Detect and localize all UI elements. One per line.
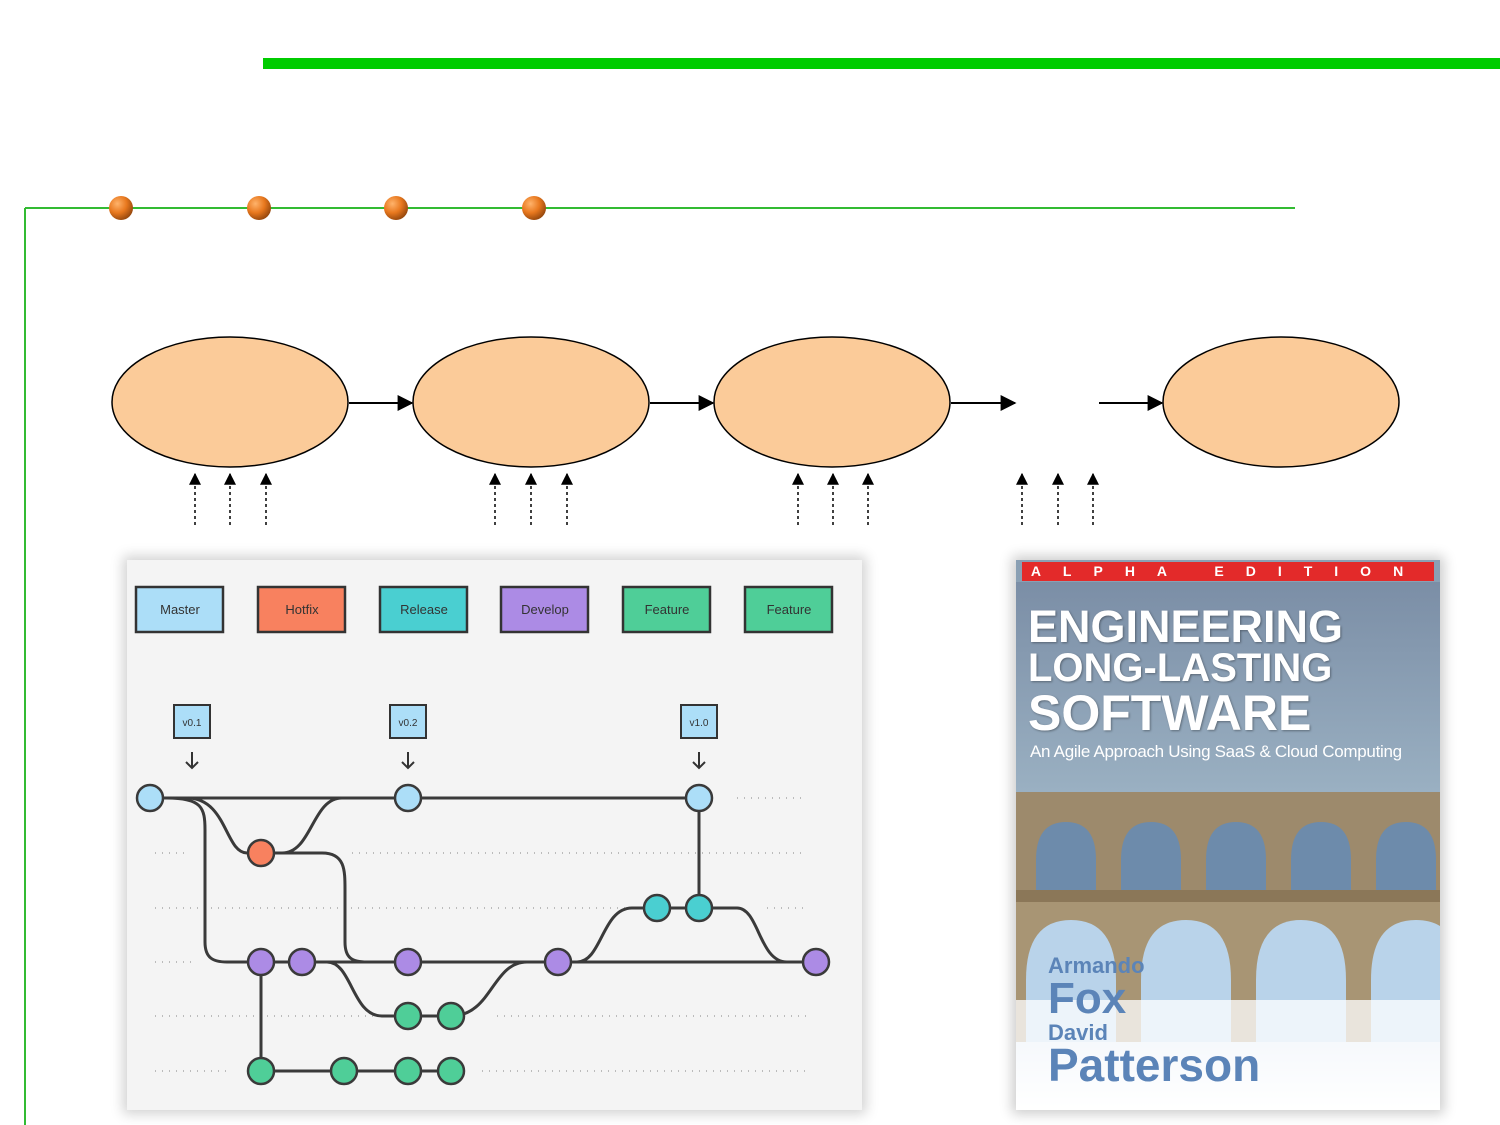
tag-box-v01 bbox=[173, 704, 211, 739]
commit-master bbox=[684, 783, 714, 813]
hotfix-merge-master-line bbox=[261, 796, 343, 855]
bullet-ball-1 bbox=[109, 196, 133, 220]
commit-feature bbox=[393, 1056, 423, 1086]
tag-label-v02: v0.2 bbox=[399, 718, 418, 729]
legend-box-develop bbox=[499, 585, 590, 634]
bullet-ball-4 bbox=[522, 196, 546, 220]
commit-feature bbox=[246, 1056, 276, 1086]
hotfix-merge-develop-line bbox=[282, 851, 368, 964]
legend-label-master: Master bbox=[160, 602, 200, 617]
book-title-line-2: LONG-LASTING bbox=[1028, 646, 1333, 690]
tag-label-v01: v0.1 bbox=[183, 718, 202, 729]
commit-feature bbox=[393, 1001, 423, 1031]
commit-master bbox=[135, 783, 165, 813]
commit-develop bbox=[393, 947, 423, 977]
commit-develop bbox=[287, 947, 317, 977]
legend-box-feature-2 bbox=[743, 585, 834, 634]
git-branching-diagram: Master Hotfix Release Develop Feature Fe… bbox=[127, 560, 862, 1110]
tag-box-v10 bbox=[680, 704, 718, 739]
legend-label-release: Release bbox=[400, 602, 448, 617]
develop-start-line bbox=[166, 796, 261, 964]
lane-guides bbox=[155, 797, 807, 1072]
book-author-last-1: Fox bbox=[1048, 974, 1127, 1023]
tag-arrow bbox=[401, 752, 415, 770]
book-subtitle: An Agile Approach Using SaaS & Cloud Com… bbox=[1030, 742, 1402, 761]
book-author-first-1: Armando bbox=[1048, 953, 1145, 978]
book-title-line-3: SOFTWARE bbox=[1028, 685, 1312, 741]
commit-release bbox=[684, 893, 714, 923]
process-oval-4 bbox=[1162, 336, 1400, 468]
commit-develop bbox=[246, 947, 276, 977]
tag-label-v10: v1.0 bbox=[690, 718, 709, 729]
commit-feature bbox=[436, 1001, 466, 1031]
tag-arrow bbox=[185, 752, 199, 770]
book-cover: ALPHA EDITION ENGINEERING LONG-LASTING S… bbox=[1016, 560, 1440, 1110]
commit-feature bbox=[329, 1056, 359, 1086]
commit-hotfix bbox=[246, 838, 276, 868]
legend-box-release bbox=[378, 585, 469, 634]
book-title-background bbox=[1016, 582, 1440, 792]
branch-lines bbox=[150, 796, 816, 1073]
bullet-ball-2 bbox=[247, 196, 271, 220]
input-arrows bbox=[189, 472, 1099, 525]
tag-box-v02 bbox=[389, 704, 427, 739]
title-underline-bar bbox=[263, 58, 1500, 69]
commit-release bbox=[642, 893, 672, 923]
legend-box-feature-1 bbox=[621, 585, 712, 634]
process-oval-1 bbox=[111, 336, 349, 468]
commit-master bbox=[393, 783, 423, 813]
book-edition-band: ALPHA EDITION bbox=[1022, 562, 1434, 581]
tag-arrow bbox=[692, 752, 706, 770]
book-author-last-2: Patterson bbox=[1048, 1039, 1261, 1091]
feature-1-line bbox=[326, 960, 528, 1018]
cover-haze bbox=[1016, 1000, 1440, 1110]
commit-nodes bbox=[135, 783, 831, 1086]
aqueduct-picture bbox=[1016, 792, 1440, 1110]
legend-label-develop: Develop bbox=[521, 602, 569, 617]
legend-label-feature-2: Feature bbox=[767, 602, 812, 617]
legend-label-hotfix: Hotfix bbox=[285, 602, 319, 617]
commit-develop bbox=[801, 947, 831, 977]
legend-label-feature-1: Feature bbox=[645, 602, 690, 617]
bullet-ball-3 bbox=[384, 196, 408, 220]
hotfix-branch-line bbox=[186, 796, 261, 855]
release-line bbox=[576, 906, 788, 964]
aqueduct-upper-arches bbox=[1036, 822, 1436, 890]
legend-box-hotfix bbox=[256, 585, 347, 634]
commit-develop bbox=[543, 947, 573, 977]
tag-arrows bbox=[185, 752, 706, 770]
commit-feature bbox=[436, 1056, 466, 1086]
legend-box-master bbox=[134, 585, 225, 634]
process-oval-2 bbox=[412, 336, 650, 468]
book-author-first-2: David bbox=[1048, 1020, 1108, 1045]
git-diagram-svg: Master Hotfix Release Develop Feature Fe… bbox=[134, 585, 834, 1086]
book-title-line-1: ENGINEERING bbox=[1028, 601, 1344, 652]
process-oval-3 bbox=[713, 336, 951, 468]
